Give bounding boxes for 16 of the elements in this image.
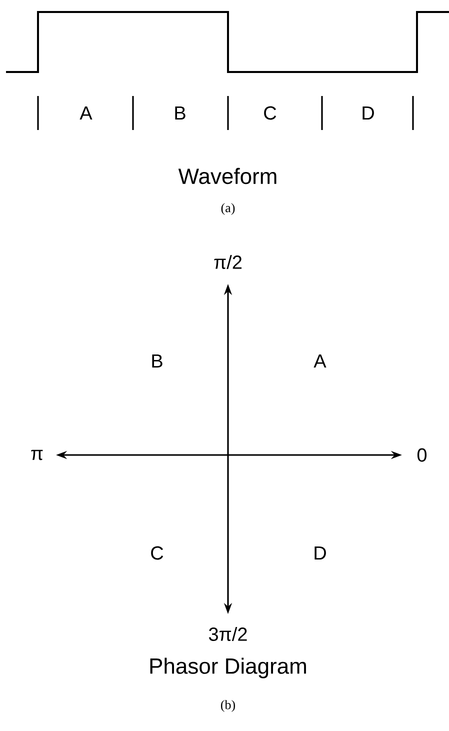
axis-label: 0: [417, 448, 427, 462]
quadrant-label: B: [152, 354, 162, 368]
caption: (b): [220, 700, 235, 712]
axis-label: 3π/2: [208, 627, 247, 641]
quadrant-label: A: [314, 354, 326, 368]
quadrant-label: C: [151, 546, 164, 560]
axis-label: π: [31, 450, 43, 460]
quadrant-label: D: [314, 546, 326, 560]
axis-label: π/2: [214, 255, 242, 269]
panel-label: Phasor Diagram: [150, 658, 306, 678]
segment-label: D: [362, 106, 374, 120]
panel-label: Waveform: [178, 168, 276, 184]
segment-label: A: [80, 106, 92, 120]
caption: (a): [221, 203, 235, 215]
segment-label: B: [175, 106, 186, 120]
segment-label: C: [264, 106, 276, 120]
